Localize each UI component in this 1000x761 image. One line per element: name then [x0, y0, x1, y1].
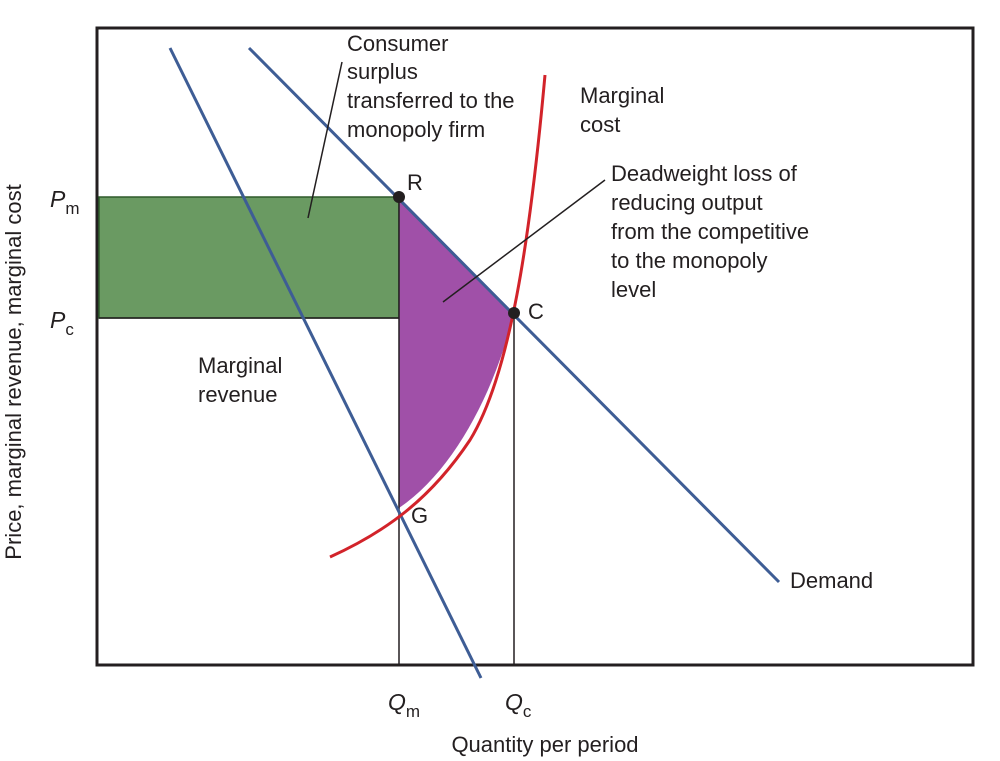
- point-r-marker: [393, 191, 405, 203]
- point-r-label: R: [407, 170, 423, 195]
- tick-qc-label: Qc: [505, 689, 532, 721]
- plot-frame: [95, 26, 975, 667]
- demand-label: Demand: [790, 568, 873, 593]
- marginal-revenue-curve: [168, 47, 483, 679]
- deadweight-loss-area: [399, 197, 514, 508]
- x-axis-title: Quantity per period: [451, 732, 638, 757]
- consumer-surplus-annotation: Consumer surplus transferred to the mono…: [347, 31, 521, 142]
- point-g-label: G: [411, 503, 428, 528]
- marginal-cost-label: Marginal cost: [580, 83, 671, 137]
- deadweight-loss-leader-line: [442, 179, 606, 303]
- consumer-surplus-area: [98, 196, 400, 319]
- consumer-surplus-leader-line: [307, 61, 343, 219]
- marginal-cost-curve: [329, 74, 547, 559]
- point-c-marker: [508, 307, 520, 319]
- point-c-label: C: [528, 299, 544, 324]
- y-axis-title: Price, marginal revenue, marginal cost: [1, 184, 26, 559]
- tick-qm-label: Qm: [388, 689, 420, 721]
- tick-pc-label: Pc: [50, 307, 74, 339]
- deadweight-loss-annotation: Deadweight loss of reducing output from …: [611, 161, 815, 302]
- marginal-revenue-label: Marginal revenue: [198, 353, 289, 407]
- tick-pm-label: Pm: [50, 186, 80, 218]
